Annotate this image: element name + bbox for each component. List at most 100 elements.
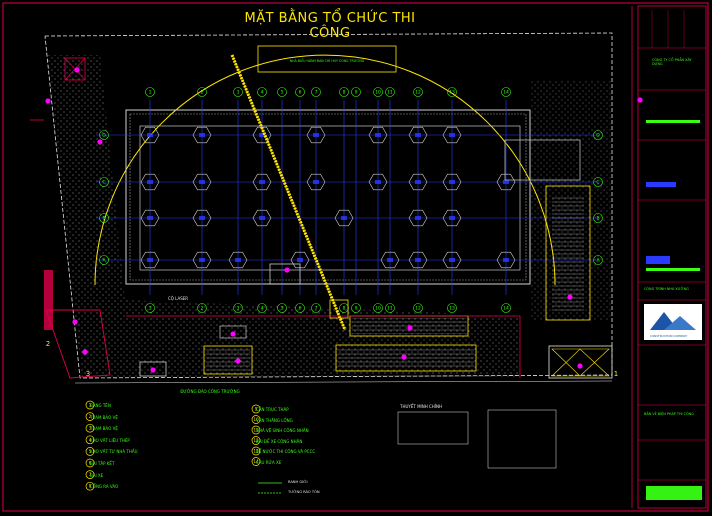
- column-footing: [192, 126, 212, 144]
- legend-number-circle: [251, 457, 261, 466]
- gatehouse-left: [64, 57, 86, 81]
- column-footing: [290, 251, 310, 269]
- marker-point: [577, 363, 583, 369]
- grid-number: 14: [503, 306, 509, 312]
- legend-number-circle: [85, 400, 95, 410]
- column-footing: [368, 126, 388, 144]
- grid-number: 7: [315, 306, 318, 312]
- hoist-box: [269, 263, 301, 285]
- legend-item-text: BÃI TẬP KẾT: [90, 461, 115, 466]
- marker-point: [82, 349, 88, 355]
- grid-bubble: [413, 87, 423, 97]
- crane-base: [329, 299, 349, 319]
- corner-number: 3: [86, 370, 90, 378]
- legend-number: 13: [253, 449, 259, 454]
- grid-bubble: [351, 87, 361, 97]
- grid-letter: B: [596, 216, 599, 222]
- column-footing: [140, 251, 160, 269]
- legend-markers: [45, 67, 643, 373]
- legend-number: 14: [253, 459, 259, 464]
- title-block-frame: [637, 5, 707, 509]
- marker-point: [567, 294, 573, 300]
- column-footing: [408, 251, 428, 269]
- grid-bubble: [373, 303, 383, 313]
- laser-label: CỘ LASER: [168, 296, 188, 301]
- column-footing: [442, 209, 462, 227]
- legend-number: 6: [89, 461, 92, 466]
- left-ground-hatch: [48, 55, 520, 378]
- grid-number: 11: [387, 90, 393, 96]
- column-footing: [192, 173, 212, 191]
- wash-bay: [548, 345, 613, 379]
- legend-number: 4: [89, 437, 92, 442]
- legend-number: 5: [89, 449, 92, 454]
- column-footing: [442, 126, 462, 144]
- legend-item-text: TRẠM BẢO VỆ: [90, 414, 118, 420]
- legend-number: 7: [89, 472, 92, 477]
- legend-item-text: KHO VẬT LIỆU THÉP: [90, 437, 130, 443]
- grid-bubble: [257, 87, 267, 97]
- column-footing: [228, 251, 248, 269]
- legend-item-text: TRẠM BẢO VỆ: [90, 426, 118, 432]
- grid-bubble: [447, 87, 457, 97]
- grid-number: 13: [449, 306, 455, 312]
- site-office-label: NHÀ ĐIỀU HÀNH BAN CHỈ HUY CÔNG TRƯỜNG: [290, 58, 365, 63]
- grid-number: 1: [149, 306, 152, 312]
- corner-number: 1: [614, 370, 618, 378]
- column-footing: [496, 251, 516, 269]
- column-footing: [408, 209, 428, 227]
- grid-bubble: [99, 177, 109, 187]
- grid-bubble: [339, 303, 349, 313]
- legend-number-circle: [85, 412, 95, 421]
- column-footing: [140, 173, 160, 191]
- legend-item-text: CẦU RỬA XE: [256, 459, 282, 465]
- marker-point: [74, 67, 80, 73]
- grid-bubble: [501, 87, 511, 97]
- title-block: [638, 10, 706, 500]
- grid-number: 8: [343, 90, 346, 96]
- grid-number: 3: [237, 90, 240, 96]
- grid-number: 4: [261, 306, 264, 312]
- grid-bubble: [413, 303, 423, 313]
- legend-item-text: NHÀ VỆ SINH CÔNG NHÂN: [256, 428, 309, 433]
- grid-bubble: [593, 213, 603, 223]
- column-footing: [442, 173, 462, 191]
- legend-number: 1: [89, 403, 92, 408]
- grid-bubble: [311, 87, 321, 97]
- legend-number-circle: [85, 423, 95, 433]
- tb-company: CÔNG TY CỔ PHẦN XÂY DỰNG: [652, 58, 692, 66]
- grid-bubble: [257, 303, 267, 313]
- grid-number: 5: [281, 90, 284, 96]
- legend-number: 9: [255, 407, 258, 412]
- legend-item-text: CỔNG RA VÀO: [90, 484, 119, 490]
- grid-number: 1: [149, 90, 152, 96]
- grid-bubble: [351, 303, 361, 313]
- grid-bubble: [593, 255, 603, 265]
- legend-number: 11: [253, 428, 259, 433]
- temporary-fence: [126, 315, 521, 378]
- material-store-2: [335, 344, 477, 372]
- marker-point: [235, 358, 241, 364]
- grid-number: 12: [415, 306, 421, 312]
- legend-number-circle: [85, 470, 95, 479]
- legend-item-text: BẢNG TÊN: [90, 403, 111, 408]
- grid-bubble: [145, 303, 155, 313]
- grid-bubble: [593, 177, 603, 187]
- grid-letter: C: [596, 180, 599, 186]
- legend-item-text: BÃI XE: [90, 472, 104, 478]
- column-footing: [442, 251, 462, 269]
- legend-item-text: CẦN TRỤC THÁP: [256, 407, 289, 412]
- grid-number: 4: [261, 90, 264, 96]
- grid-number: 8: [343, 306, 346, 312]
- notes-box: [397, 411, 469, 445]
- tb-project: CÔNG TRÌNH NHÀ XƯỞNG: [644, 287, 689, 291]
- column-footing: [408, 173, 428, 191]
- marker-point: [97, 139, 103, 145]
- grid-bubble: [385, 303, 395, 313]
- grid-letter: B: [102, 216, 105, 222]
- marker-point: [637, 97, 643, 103]
- grid-bubble: [311, 303, 321, 313]
- legend-item-text: VẬN THĂNG LỒNG: [256, 417, 293, 423]
